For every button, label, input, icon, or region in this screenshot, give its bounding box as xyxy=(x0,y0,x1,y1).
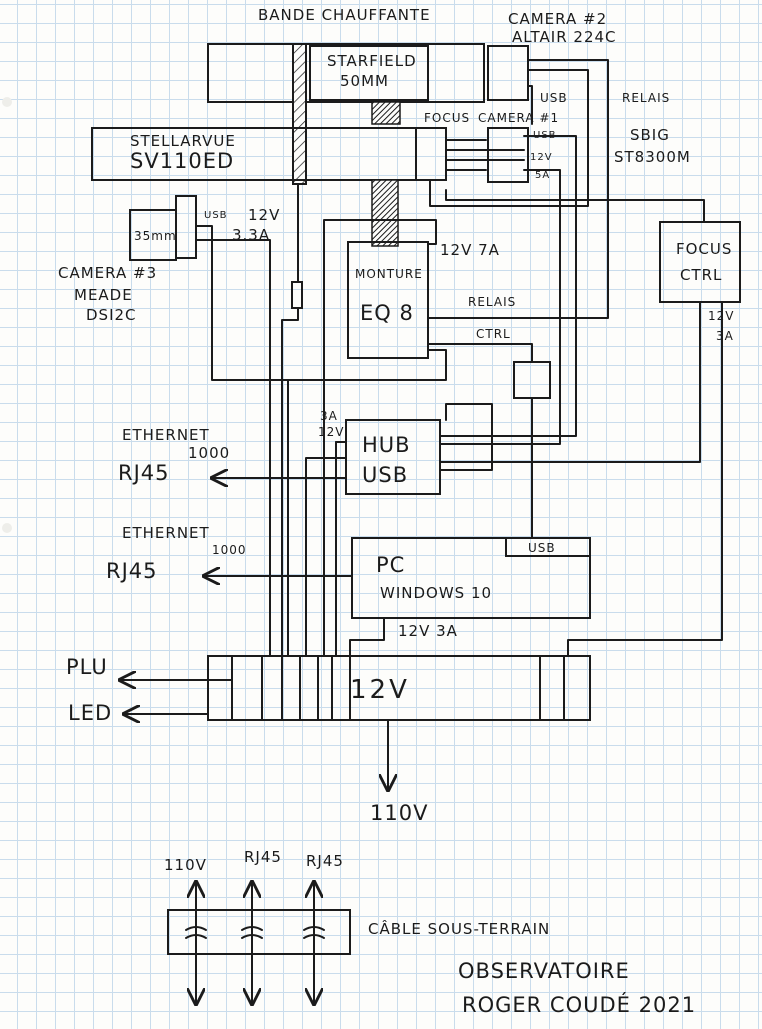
svg-text:50MM: 50MM xyxy=(340,72,389,90)
usb-pc-label: USB xyxy=(528,541,556,555)
legend-cable: CÂBLE SOUS-TERRAIN xyxy=(368,919,550,938)
svg-text:CAMERA #3: CAMERA #3 xyxy=(58,264,157,282)
svg-text:CAMERA #2: CAMERA #2 xyxy=(508,10,607,28)
camera-1-label: CAMERA #1 xyxy=(478,111,559,125)
svg-text:RJ45: RJ45 xyxy=(106,559,158,583)
heater-band-label: BANDE CHAUFFANTE xyxy=(258,6,431,24)
svg-text:CTRL: CTRL xyxy=(680,266,722,284)
inline-connector xyxy=(291,281,303,309)
svg-text:MEADE: MEADE xyxy=(74,286,133,304)
pc-windows: PC WINDOWS 10 xyxy=(351,537,591,619)
mount-eq8: MONTURE EQ 8 xyxy=(347,241,429,359)
power-bar-12v: 12V xyxy=(207,655,591,721)
svg-text:FOCUS: FOCUS xyxy=(676,240,732,258)
svg-text:WINDOWS 10: WINDOWS 10 xyxy=(380,584,492,602)
svg-text:1000: 1000 xyxy=(188,444,230,462)
guide-scope-35mm: 35mm xyxy=(129,195,197,261)
svg-text:DSI2C: DSI2C xyxy=(86,306,137,324)
svg-text:SBIG: SBIG xyxy=(630,126,670,144)
adapter-block xyxy=(371,101,401,125)
v12-cam1-label: 12V xyxy=(530,152,553,163)
svg-text:EQ 8: EQ 8 xyxy=(360,301,414,325)
wires xyxy=(120,59,723,790)
relais-top-label: RELAIS xyxy=(622,91,670,105)
svg-text:RJ45: RJ45 xyxy=(118,461,170,485)
underground-cable xyxy=(167,882,351,1004)
svg-text:USB: USB xyxy=(362,463,408,487)
focus-label: FOCUS xyxy=(424,111,470,125)
svg-text:STARFIELD: STARFIELD xyxy=(327,52,417,70)
plu-label: PLU xyxy=(66,655,108,679)
focus-controller: FOCUS CTRL xyxy=(659,221,741,303)
v110-label: 110V xyxy=(370,801,428,825)
binder-hole xyxy=(2,97,12,107)
svg-text:ALTAIR 224C: ALTAIR 224C xyxy=(512,28,617,46)
a3-focus-label: 3A xyxy=(716,329,734,343)
svg-text:SV110ED: SV110ED xyxy=(130,149,234,173)
usb-cam3-label: USB xyxy=(204,210,228,221)
svg-text:12V: 12V xyxy=(350,675,410,705)
v12-3a-pc-label: 12V 3A xyxy=(398,622,458,640)
usb-hub: HUB USB xyxy=(345,419,441,495)
camera-1-sbig: SBIG ST8300M xyxy=(487,126,691,183)
legend-rj45-a: RJ45 xyxy=(244,848,282,866)
legend-rj45-b: RJ45 xyxy=(306,852,344,870)
usb-cam2-label: USB xyxy=(540,91,568,105)
a5-cam1-label: 5A xyxy=(535,170,550,181)
binder-hole xyxy=(2,523,12,533)
svg-text:HUB: HUB xyxy=(362,433,411,457)
title-observatoire: OBSERVATOIRE xyxy=(458,959,630,983)
svg-text:STELLARVUE: STELLARVUE xyxy=(130,132,236,150)
heater-band xyxy=(292,43,307,185)
ctrl-mount-label: CTRL xyxy=(476,327,511,341)
mount-saddle xyxy=(371,179,399,247)
led-label: LED xyxy=(68,701,112,725)
stellarvue-scope: STELLARVUE SV110ED xyxy=(91,127,447,181)
svg-text:ETHERNET: ETHERNET xyxy=(122,426,210,444)
v12-focus-label: 12V xyxy=(708,309,734,323)
svg-text:35mm: 35mm xyxy=(134,229,177,243)
relais-mount-label: RELAIS xyxy=(468,295,516,309)
a33-cam3-label: 3.3A xyxy=(232,226,270,244)
svg-text:ST8300M: ST8300M xyxy=(614,148,691,166)
v12-cam3-label: 12V xyxy=(248,206,280,224)
camera-3-label: CAMERA #3 MEADE DSI2C xyxy=(58,264,157,324)
svg-text:MONTURE: MONTURE xyxy=(355,267,423,281)
svg-text:1000: 1000 xyxy=(212,543,247,557)
starfield-scope: STARFIELD 50MM xyxy=(207,43,485,103)
svg-text:ETHERNET: ETHERNET xyxy=(122,524,210,542)
ethernet-2-label: ETHERNET 1000 RJ45 xyxy=(106,524,247,583)
svg-text:PC: PC xyxy=(376,553,405,577)
a3-hub-label: 3A xyxy=(320,409,338,423)
camera-2: CAMERA #2 ALTAIR 224C xyxy=(487,10,617,101)
v12-7a-label: 12V 7A xyxy=(440,241,500,259)
legend-110v: 110V xyxy=(164,856,207,874)
relay-box xyxy=(513,361,551,399)
title-author-year: ROGER COUDÉ 2021 xyxy=(462,992,696,1017)
v12-hub-label: 12V xyxy=(318,425,344,439)
ethernet-1-label: ETHERNET 1000 RJ45 xyxy=(118,426,230,485)
